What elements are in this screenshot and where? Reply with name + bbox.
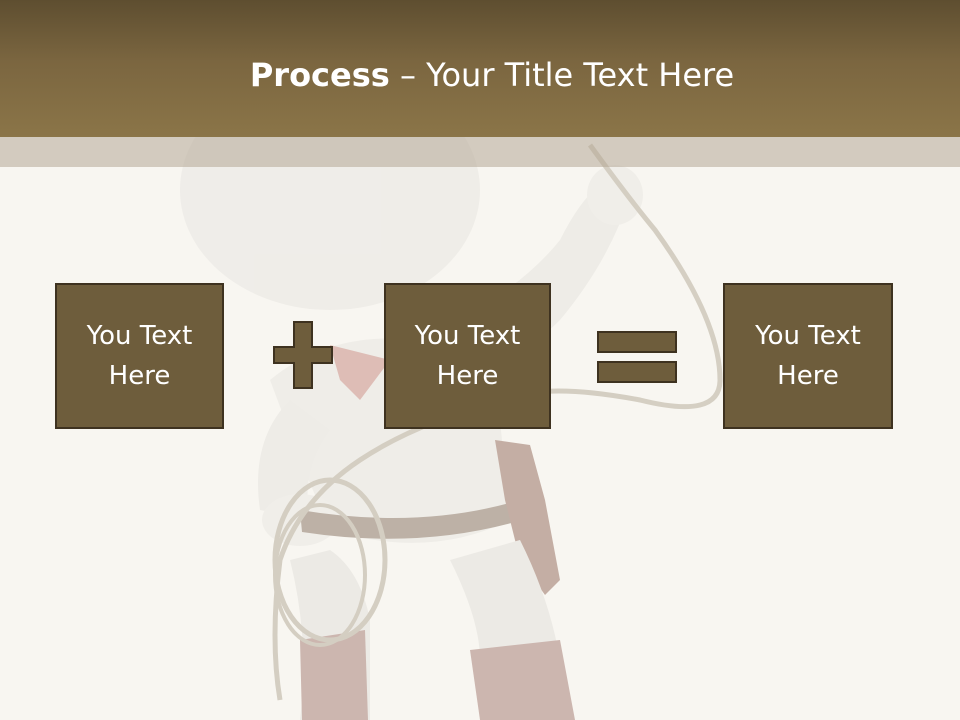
process-box-1-text: You Text Here	[86, 321, 193, 391]
slide-title: Process – Your Title Text Here	[0, 50, 960, 100]
title-banner	[0, 0, 960, 137]
process-box-2[interactable]: You Text Here	[384, 283, 551, 429]
title-bold: Process	[249, 56, 390, 94]
process-box-3[interactable]: You Text Here	[723, 283, 893, 429]
process-box-1[interactable]: You Text Here	[55, 283, 224, 429]
plus-icon	[273, 321, 333, 389]
title-banner-strip	[0, 137, 960, 167]
process-box-2-text: You Text Here	[414, 321, 521, 391]
equals-icon	[597, 331, 677, 383]
title-rest: – Your Title Text Here	[389, 56, 735, 94]
process-box-3-text: You Text Here	[755, 321, 861, 391]
